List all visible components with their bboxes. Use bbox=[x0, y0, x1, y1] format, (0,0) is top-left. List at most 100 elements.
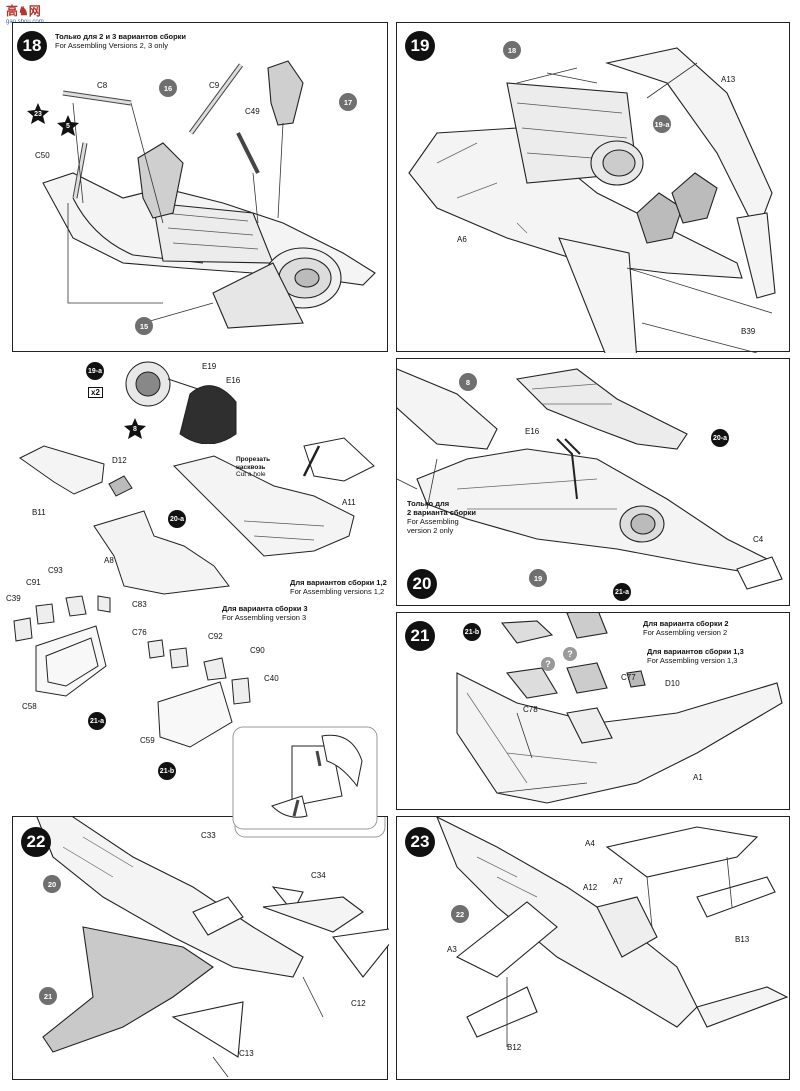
note-en: For Assembling Versions 2, 3 only bbox=[55, 41, 168, 50]
step-23-panel: 23 22 A4 A12 A7 B13 A3 B12 bbox=[396, 816, 790, 1080]
version-12-note: Для вариантов сборки 1,2 For Assembling … bbox=[290, 578, 387, 596]
part-label: C13 bbox=[239, 1049, 254, 1058]
part-label: C77 bbox=[621, 673, 636, 682]
sub-20a-tag: 20-a bbox=[168, 510, 186, 528]
sub-20a-drawing bbox=[19, 437, 375, 595]
part-label: B12 bbox=[507, 1043, 522, 1052]
part-label: C33 bbox=[201, 831, 216, 840]
part-label: A6 bbox=[457, 235, 467, 244]
version-3-note: Для варианта сборки 3 For Assembling ver… bbox=[222, 604, 308, 622]
version-2-note: Для варианта сборки 2 For Assembling ver… bbox=[643, 619, 729, 637]
part-label: E16 bbox=[226, 376, 241, 385]
step-21a-tag: 21-a bbox=[613, 583, 631, 601]
version-note-ru: Для варианта сборки 2 bbox=[643, 619, 729, 628]
assembly-ref-disc: 21 bbox=[39, 987, 57, 1005]
part-label: C91 bbox=[26, 578, 41, 587]
cut-note-ru: Прорезать насквозь bbox=[236, 456, 271, 471]
step-21-panel: 21 21-b 21-a ? ? Для варианта сборки 2 F… bbox=[396, 583, 790, 810]
question-icon: ? bbox=[541, 657, 555, 671]
part-label: C39 bbox=[6, 594, 21, 603]
step-number: 21 bbox=[405, 621, 435, 651]
sub-21a-tag: 21-a bbox=[88, 712, 106, 730]
version-note-ru: Для вариантов сборки 1,2 bbox=[290, 578, 387, 587]
part-label: B13 bbox=[735, 935, 750, 944]
question-icon: ? bbox=[563, 647, 577, 661]
version-note-ru: Для варианта сборки 3 bbox=[222, 604, 308, 613]
step-18-drawing bbox=[42, 60, 376, 329]
part-label: D12 bbox=[112, 456, 127, 465]
step-number: 22 bbox=[21, 827, 51, 857]
sub-21b-drawing bbox=[147, 639, 251, 748]
cut-note-en: Cut a hole bbox=[236, 471, 266, 478]
part-label: E19 bbox=[202, 362, 217, 371]
step-20-note: Только для 2 варианта сборки For Assembl… bbox=[407, 499, 476, 535]
version-note-en: For Assembling version 3 bbox=[222, 613, 307, 622]
note-ru: Только для 2 и 3 вариантов сборки bbox=[55, 32, 187, 41]
part-label: C8 bbox=[97, 81, 108, 90]
part-label: A8 bbox=[104, 556, 114, 565]
step-21-drawing bbox=[456, 613, 783, 804]
step-22-drawing bbox=[36, 817, 389, 1078]
assembly-ref-disc: 8 bbox=[459, 373, 477, 391]
assembly-ref-disc: 17 bbox=[339, 93, 357, 111]
step-number: 19 bbox=[405, 31, 435, 61]
part-label: C9 bbox=[209, 81, 220, 90]
cut-hole-note: Прорезать насквозь Cut a hole bbox=[236, 456, 270, 479]
star-ref-icon: 23 bbox=[27, 103, 49, 125]
version-note-en: For Assembling versions 1,2 bbox=[290, 587, 385, 596]
assembly-ref-disc: 22 bbox=[451, 905, 469, 923]
part-label: A4 bbox=[585, 839, 595, 848]
part-label: B39 bbox=[741, 327, 756, 336]
assembly-ref-disc: 16 bbox=[159, 79, 177, 97]
watermark-text: 高♞网 bbox=[6, 4, 41, 18]
star-ref-icon: 5 bbox=[57, 115, 79, 137]
press-inset bbox=[232, 726, 378, 830]
note-en: For Assembling version 2 only bbox=[407, 517, 459, 535]
part-label: C4 bbox=[753, 535, 764, 544]
part-label: C90 bbox=[250, 646, 265, 655]
version-note-en: For Assembling version 1,3 bbox=[647, 656, 738, 665]
star-ref-icon: 8 bbox=[124, 418, 146, 440]
step-20a-tag: 20-a bbox=[711, 429, 729, 447]
part-label: C49 bbox=[245, 107, 260, 116]
part-label: A12 bbox=[583, 883, 598, 892]
step-number: 23 bbox=[405, 827, 435, 857]
step-number: 18 bbox=[17, 31, 47, 61]
part-label: A1 bbox=[693, 773, 703, 782]
part-label: A11 bbox=[342, 498, 356, 507]
version-note-en: For Assembling version 2 bbox=[643, 628, 728, 637]
sub-21a-drawing bbox=[13, 595, 111, 697]
sub-21b-tag: 21-b bbox=[158, 762, 176, 780]
step-23-drawing bbox=[436, 817, 789, 1047]
part-label: C76 bbox=[132, 628, 147, 637]
part-label: A7 bbox=[613, 877, 623, 886]
step-20-drawing bbox=[397, 368, 783, 590]
assembly-ref-disc: 19-a bbox=[653, 115, 671, 133]
assembly-ref-disc: 18 bbox=[503, 41, 521, 59]
part-label: C92 bbox=[208, 632, 223, 641]
note-ru: Только для 2 варианта сборки bbox=[407, 499, 476, 517]
version-note-ru: Для вариантов сборки 1,3 bbox=[647, 647, 744, 656]
quantity-box: x2 bbox=[88, 387, 103, 398]
assembly-ref-disc: 20 bbox=[43, 875, 61, 893]
part-label: A13 bbox=[721, 75, 736, 84]
step-19-drawing bbox=[408, 47, 776, 353]
step-21b-tag: 21-b bbox=[463, 623, 481, 641]
star-ref-text: 23 bbox=[34, 110, 42, 118]
part-label: B11 bbox=[32, 508, 46, 517]
part-label: C93 bbox=[48, 566, 63, 575]
star-ref-text: 5 bbox=[66, 122, 70, 130]
sub-19a-tag: 19-a bbox=[86, 362, 104, 380]
part-label: C34 bbox=[311, 871, 326, 880]
step-22-panel: 22 20 21 C33 C34 C12 C13 bbox=[12, 816, 389, 1080]
part-label: D10 bbox=[665, 679, 680, 688]
part-label: E16 bbox=[525, 427, 540, 436]
part-label: A3 bbox=[447, 945, 457, 954]
part-label: C50 bbox=[35, 151, 50, 160]
part-label: C83 bbox=[132, 600, 147, 609]
part-label: C59 bbox=[140, 736, 155, 745]
part-label: C58 bbox=[22, 702, 37, 711]
version-13-note: Для вариантов сборки 1,3 For Assembling … bbox=[647, 647, 744, 665]
part-label: C12 bbox=[351, 999, 366, 1008]
step-20-panel: 8 19 20-a E16 C4 Только для 2 варианта с… bbox=[396, 358, 790, 606]
